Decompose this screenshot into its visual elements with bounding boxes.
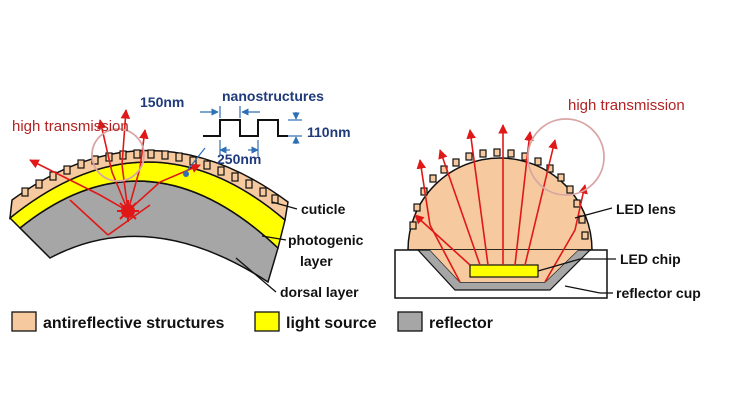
legend-label-reflector: reflector <box>429 315 493 332</box>
nanostructures-label: nanostructures <box>222 88 324 104</box>
photogenic-label-line2: layer <box>300 253 333 269</box>
left-high-transmission-circle <box>91 128 145 182</box>
chip-leader <box>537 258 581 272</box>
legend-label-light-source: light source <box>286 315 377 332</box>
dim-height-label: 110nm <box>307 124 351 140</box>
cuticle-nanostructures <box>21 149 279 204</box>
left-high-transmission-label: high transmission <box>12 118 129 135</box>
cup-leader <box>564 285 601 294</box>
photogenic-leader <box>261 235 287 241</box>
dimension-arrows <box>183 106 302 177</box>
lens-nanostructures <box>409 148 589 240</box>
led-lens-label: LED lens <box>616 201 676 217</box>
nanostructure-profile <box>203 119 288 137</box>
lens-leader <box>574 207 613 219</box>
legend-swatch-reflector <box>397 311 423 332</box>
right-high-transmission-label: high transmission <box>568 97 685 114</box>
legend-swatch-antireflective <box>11 311 37 332</box>
right-high-transmission-circle <box>527 118 605 196</box>
reflector-cup-label: reflector cup <box>616 285 701 301</box>
dim-width-label: 150nm <box>140 94 184 110</box>
cuticle-leader <box>271 201 298 210</box>
dorsal-leader <box>235 257 277 293</box>
legend: antireflective structures light source r… <box>11 311 493 332</box>
led-chip <box>469 264 539 278</box>
photogenic-label-line1: photogenic <box>288 232 364 248</box>
firefly-lantern-diagram: high transmission nanostructures 150nm 1… <box>8 88 364 300</box>
led-diagram: high transmission LED lens LED chip refl… <box>394 97 701 301</box>
dorsal-label: dorsal layer <box>280 284 359 300</box>
cuticle-label: cuticle <box>301 201 346 217</box>
legend-swatch-light-source <box>254 311 280 332</box>
dim-period-label: 250nm <box>217 151 261 167</box>
led-chip-label: LED chip <box>620 251 681 267</box>
legend-label-antireflective: antireflective structures <box>43 315 225 332</box>
